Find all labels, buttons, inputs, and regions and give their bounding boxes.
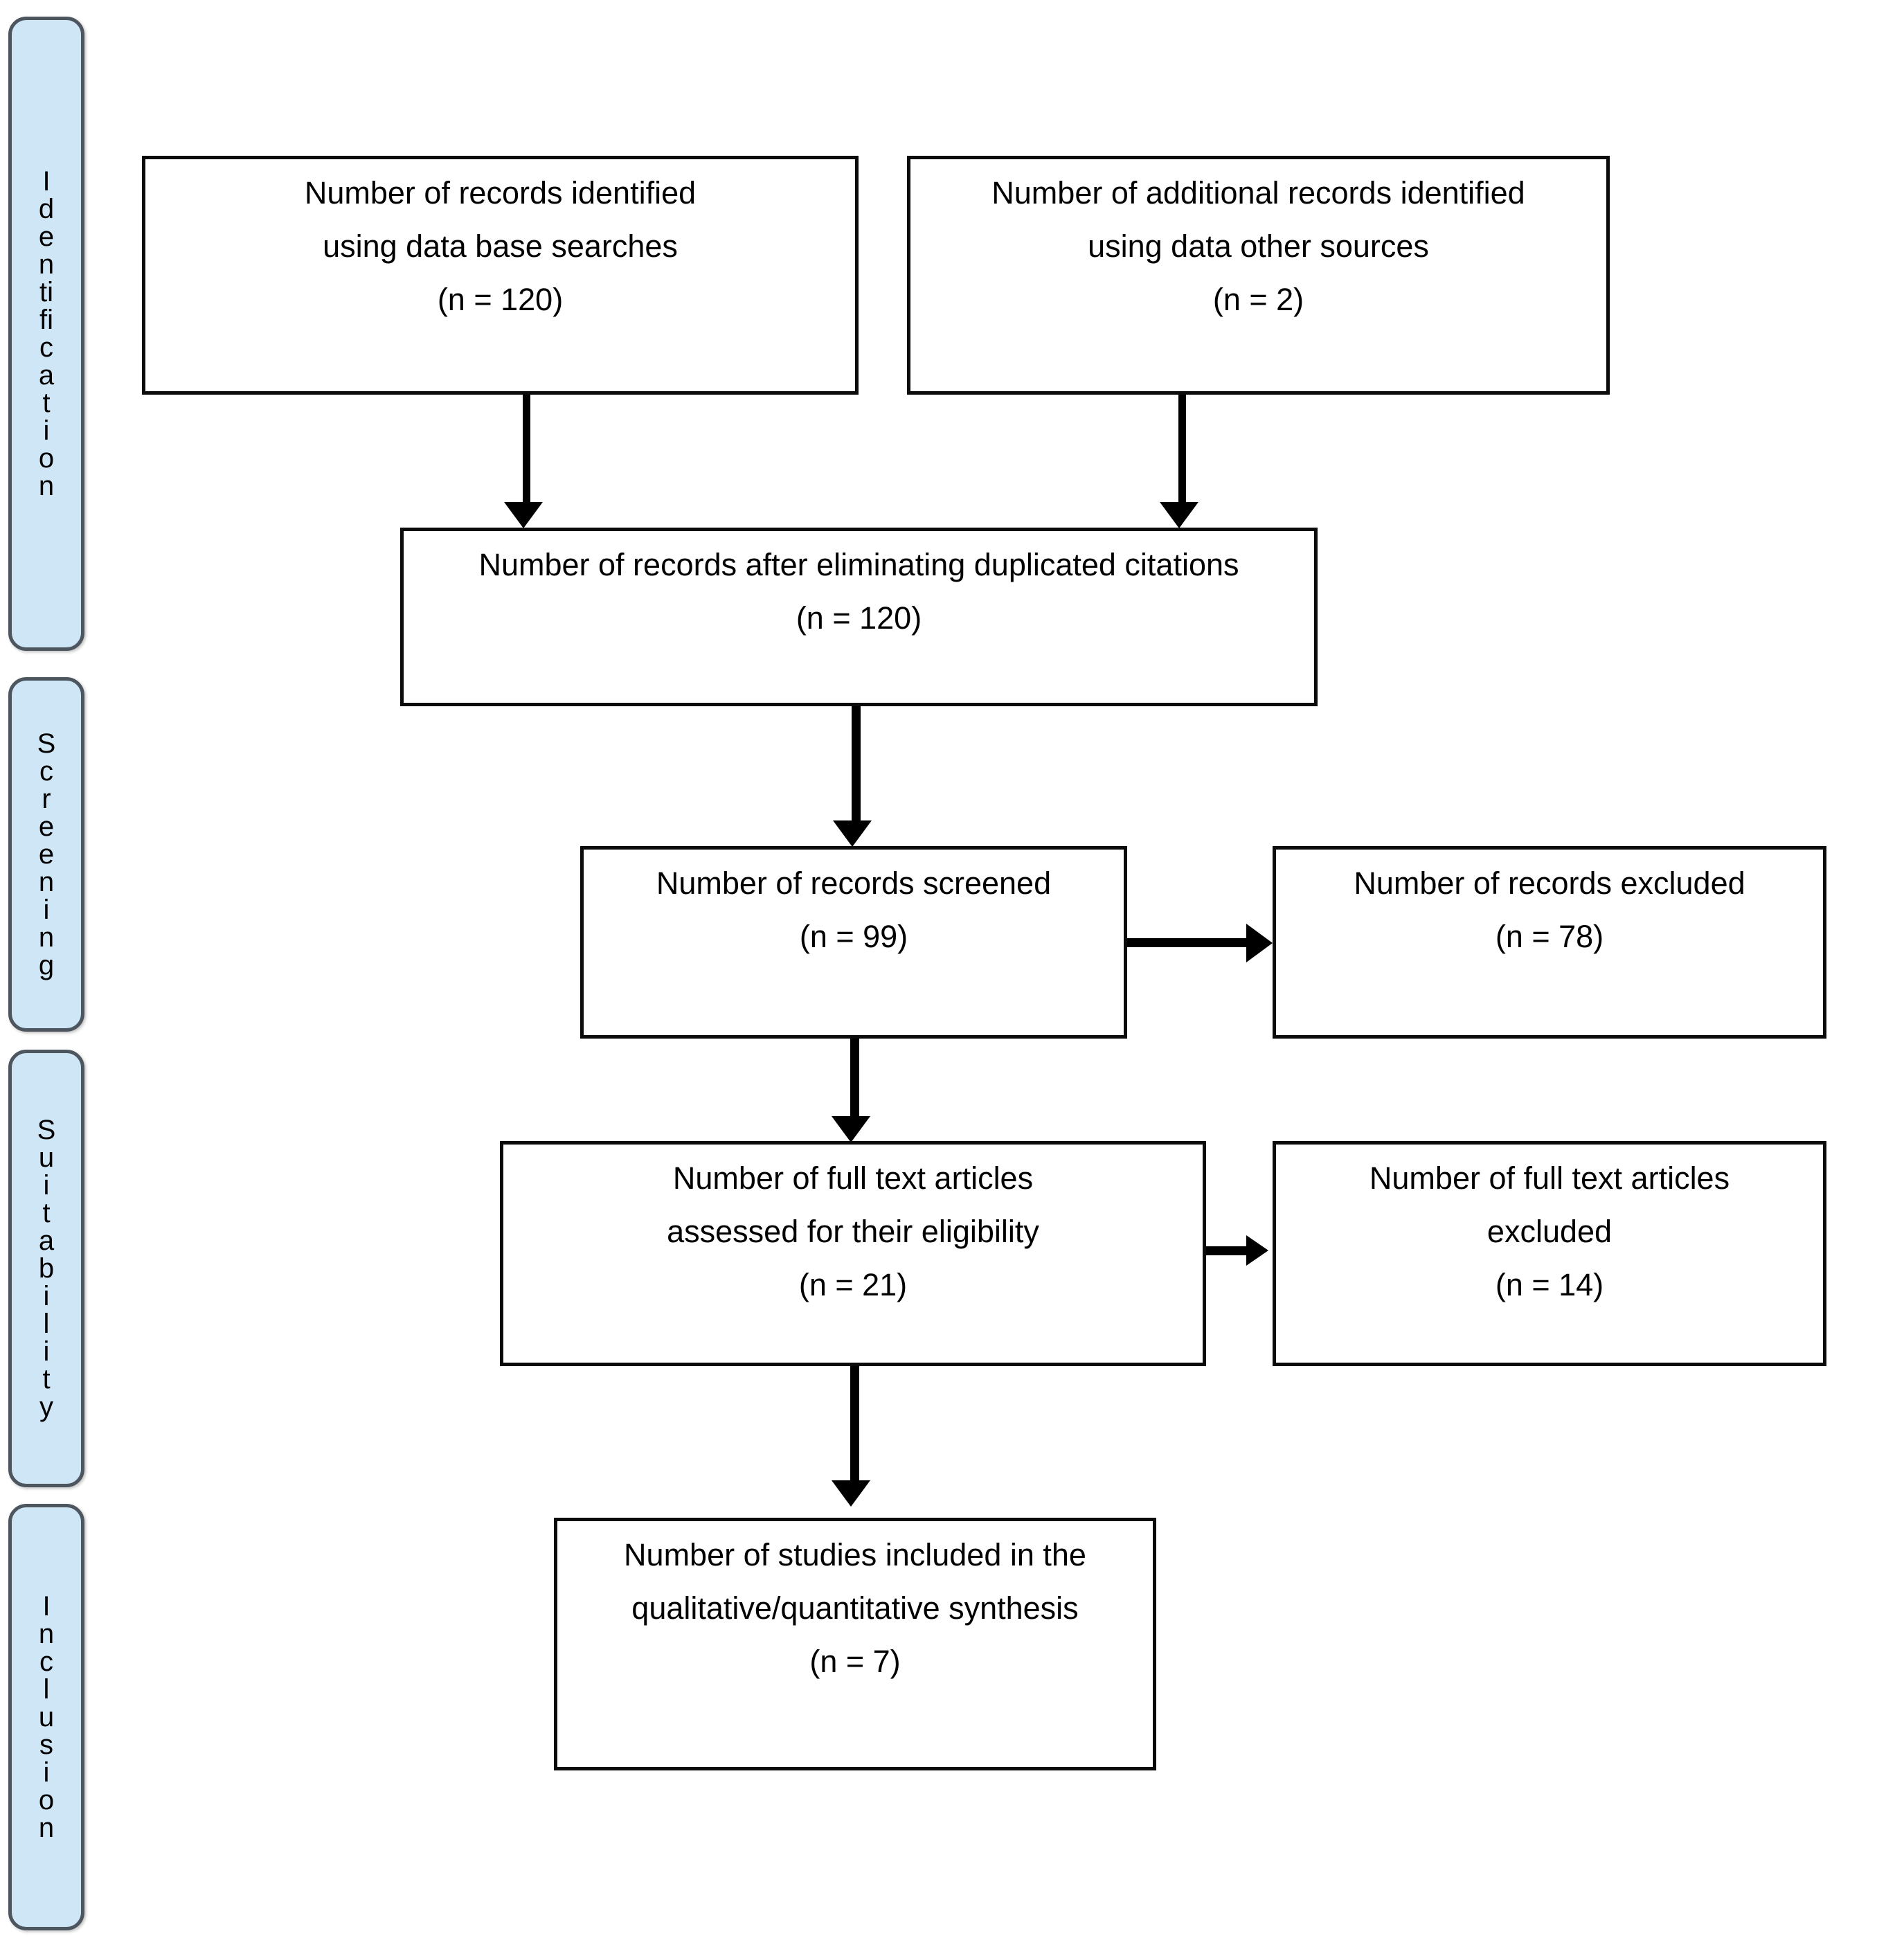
stage-letter: r — [42, 784, 51, 814]
stage-band-screening-letters: S c r e e n i n g — [37, 730, 56, 979]
box-count: (n = 78) — [1495, 919, 1604, 954]
box-records-excluded: Number of records excluded (n = 78) — [1273, 846, 1826, 1039]
box-line: Number of records identified — [304, 175, 697, 210]
stage-letter: y — [39, 1392, 53, 1422]
stage-letter: n — [38, 249, 55, 280]
box-count: (n = 7) — [809, 1644, 901, 1679]
stage-letter: i — [43, 415, 50, 446]
box-line: assessed for their eligibility — [667, 1214, 1039, 1249]
stage-letter: a — [38, 360, 55, 391]
box-line: Number of records screened — [656, 865, 1052, 901]
stage-letter: o — [38, 443, 55, 474]
box-line: excluded — [1487, 1214, 1613, 1249]
stage-letter: e — [38, 811, 55, 842]
box-line: Number of full text articles — [1369, 1160, 1730, 1196]
stage-letter: S — [37, 728, 56, 759]
stage-letter: i — [43, 1336, 50, 1367]
stage-letter: n — [38, 1619, 55, 1649]
stage-letter: fi — [39, 305, 53, 335]
box-line: using data base searches — [323, 228, 678, 264]
stage-letter: c — [39, 756, 53, 787]
stage-letter: u — [38, 1702, 55, 1732]
box-studies-included: Number of studies included in the qualit… — [554, 1518, 1156, 1770]
stage-band-suitability-letters: S u i t a b i l i t y — [37, 1116, 56, 1421]
stage-letter: I — [42, 166, 51, 197]
box-count: (n = 120) — [437, 282, 564, 317]
stage-letter: s — [39, 1730, 53, 1760]
box-count: (n = 21) — [798, 1267, 908, 1302]
stage-letter: i — [43, 1281, 50, 1311]
box-count: (n = 99) — [799, 919, 908, 954]
stage-letter: e — [38, 839, 55, 870]
stage-letter: t — [42, 1198, 51, 1228]
box-records-identified-other-sources: Number of additional records identified … — [907, 156, 1610, 395]
stage-letter: d — [38, 194, 55, 224]
box-count: (n = 120) — [796, 600, 922, 636]
stage-letter: i — [43, 1170, 50, 1201]
box-records-identified-database: Number of records identified using data … — [142, 156, 859, 395]
stage-letter: n — [38, 1813, 55, 1843]
box-line: using data other sources — [1088, 228, 1429, 264]
stage-band-inclusion: I n c l u s i o n — [8, 1504, 84, 1930]
stage-letter: I — [42, 1591, 51, 1622]
stage-band-identification-letters: I d e n ti fi c a t i o n — [39, 168, 54, 500]
stage-band-screening: S c r e e n i n g — [8, 677, 84, 1032]
box-line: Number of additional records identified — [991, 175, 1525, 210]
stage-letter: a — [38, 1226, 55, 1256]
stage-letter: ti — [39, 277, 53, 307]
stage-letter: l — [43, 1674, 50, 1705]
stage-letter: u — [38, 1142, 55, 1173]
box-count: (n = 2) — [1212, 282, 1304, 317]
box-records-after-duplicates: Number of records after eliminating dupl… — [400, 528, 1318, 706]
box-count: (n = 14) — [1495, 1267, 1604, 1302]
stage-letter: t — [42, 1364, 51, 1394]
box-line: Number of records excluded — [1354, 865, 1745, 901]
stage-letter: n — [38, 867, 55, 897]
stage-letter: g — [38, 950, 55, 980]
stage-letter: n — [38, 922, 55, 953]
box-line: qualitative/quantitative synthesis — [631, 1590, 1079, 1626]
stage-band-inclusion-letters: I n c l u s i o n — [39, 1592, 54, 1842]
stage-letter: S — [37, 1115, 56, 1145]
box-fulltext-excluded: Number of full text articles excluded (n… — [1273, 1141, 1826, 1366]
box-records-screened: Number of records screened (n = 99) — [580, 846, 1127, 1039]
box-line: Number of studies included in the — [624, 1537, 1086, 1572]
stage-letter: n — [38, 471, 55, 501]
stage-letter: b — [38, 1253, 55, 1284]
stage-letter: i — [43, 895, 50, 925]
stage-letter: e — [38, 222, 55, 252]
stage-band-identification: I d e n ti fi c a t i o n — [8, 17, 84, 651]
stage-letter: c — [39, 1647, 53, 1677]
box-line: Number of records after eliminating dupl… — [478, 547, 1239, 582]
stage-letter: c — [39, 332, 53, 363]
box-fulltext-assessed: Number of full text articles assessed fo… — [500, 1141, 1206, 1366]
stage-letter: t — [42, 388, 51, 418]
stage-letter: o — [38, 1785, 55, 1815]
stage-letter: i — [43, 1757, 50, 1788]
box-line: Number of full text articles — [672, 1160, 1034, 1196]
stage-band-suitability: S u i t a b i l i t y — [8, 1050, 84, 1487]
stage-letter: l — [43, 1309, 50, 1339]
